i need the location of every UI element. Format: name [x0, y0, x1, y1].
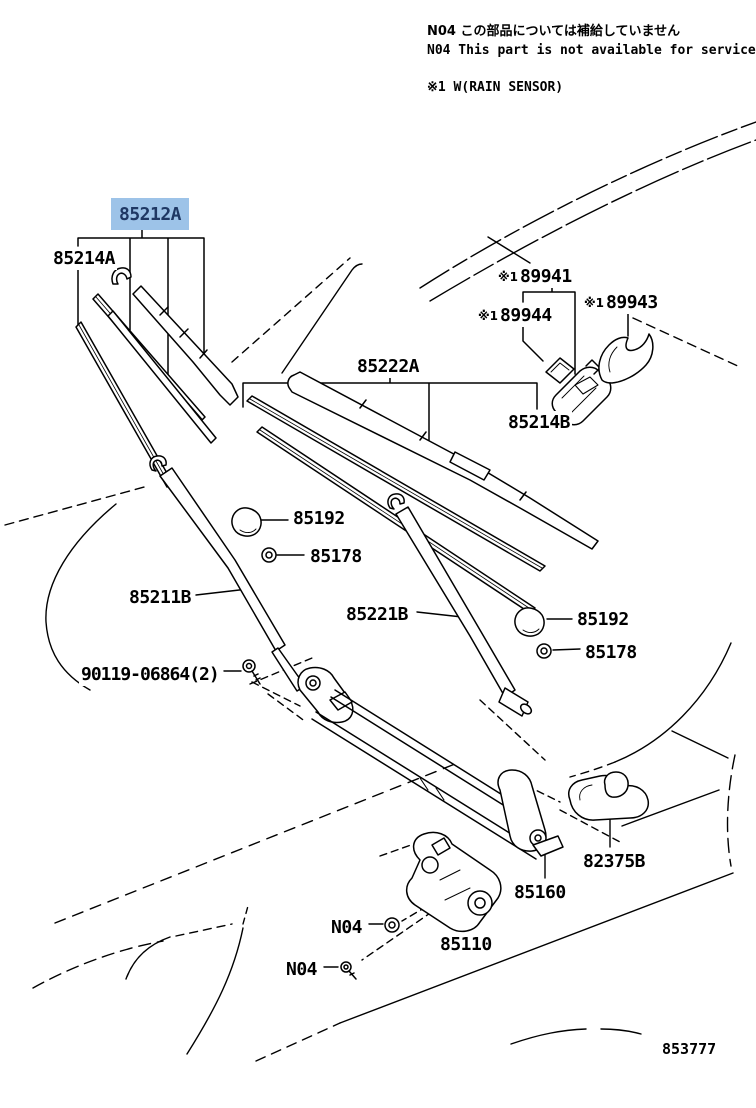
note-rain-sensor: ※1 W(RAIN SENSOR)	[427, 80, 564, 95]
part-label-85178-right[interactable]: 85178	[583, 641, 639, 664]
part-number-text: 85221B	[346, 604, 409, 625]
part-number-text: N04	[331, 917, 363, 938]
part-label-85221B[interactable]: 85221B	[344, 603, 411, 626]
part-number-text: 85178	[585, 642, 637, 663]
part-label-85212A-selected[interactable]: 85212A	[111, 198, 189, 230]
leader-lines	[195, 519, 621, 968]
part-number-text: 85214B	[508, 412, 571, 433]
part-label-85192-right[interactable]: 85192	[575, 608, 631, 631]
part-number-text: 85214A	[53, 248, 116, 269]
note-jp: N04 この部品については補給していません	[427, 24, 681, 39]
part-number-text: 85178	[310, 546, 362, 567]
part-label-85214A[interactable]: 85214A	[51, 247, 118, 270]
part-number-text: 85212A	[118, 204, 182, 225]
wiper-arm-right-drawing	[387, 493, 533, 717]
wiper-link-drawing	[297, 666, 650, 860]
part-number-text: 89944	[500, 305, 552, 326]
part-label-85110[interactable]: 85110	[438, 933, 494, 956]
part-number-text: 90119-06864(2)	[81, 664, 220, 685]
part-label-85222A[interactable]: 85222A	[355, 355, 422, 378]
part-label-85192-left[interactable]: 85192	[291, 507, 347, 530]
note-en: N04 This part is not available for servi…	[427, 43, 756, 58]
wiper-blade-right-drawing	[246, 371, 599, 614]
part-label-85214B[interactable]: 85214B	[506, 411, 573, 434]
part-label-85160[interactable]: 85160	[512, 881, 568, 904]
part-number-text: 89941	[520, 266, 572, 287]
drawing-number: 853777	[662, 1040, 717, 1058]
part-number-text: 85222A	[357, 356, 420, 377]
ref-mark: ※1	[584, 296, 605, 310]
part-label-85178-left[interactable]: 85178	[308, 545, 364, 568]
wiper-blade-left-drawing	[75, 267, 239, 488]
part-number-text: 85160	[514, 882, 566, 903]
wiper-arm-left-drawing	[149, 455, 306, 692]
part-label-82375B[interactable]: 82375B	[581, 850, 648, 873]
part-label-N04-bolt[interactable]: N04	[284, 958, 320, 981]
part-number-text: 85192	[293, 508, 345, 529]
wiper-motor-drawing	[406, 831, 502, 933]
part-number-text: 85211B	[129, 587, 192, 608]
rain-sensor-parts-drawing	[545, 333, 654, 426]
part-label-85211B[interactable]: 85211B	[127, 586, 194, 609]
part-number-text: 89943	[606, 292, 658, 313]
bracket-lines	[77, 228, 629, 441]
part-number-text: 82375B	[583, 851, 646, 872]
part-number-text: 85110	[440, 934, 492, 955]
ref-mark: ※1	[478, 309, 499, 323]
part-label-90119-06864[interactable]: 90119-06864(2)	[79, 663, 221, 686]
part-number-text: N04	[286, 959, 318, 980]
fastener-parts-drawing	[231, 507, 552, 980]
ref-mark: ※1	[498, 270, 519, 284]
car-body-outline	[4, 121, 756, 1062]
part-number-text: 85192	[577, 609, 629, 630]
part-label-N04-nut[interactable]: N04	[329, 916, 365, 939]
